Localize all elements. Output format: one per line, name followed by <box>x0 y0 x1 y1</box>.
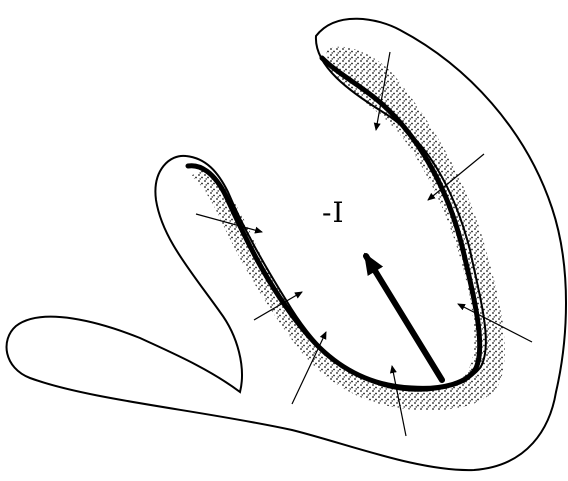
region-label: -I <box>322 196 345 229</box>
current-arrow <box>366 256 442 380</box>
